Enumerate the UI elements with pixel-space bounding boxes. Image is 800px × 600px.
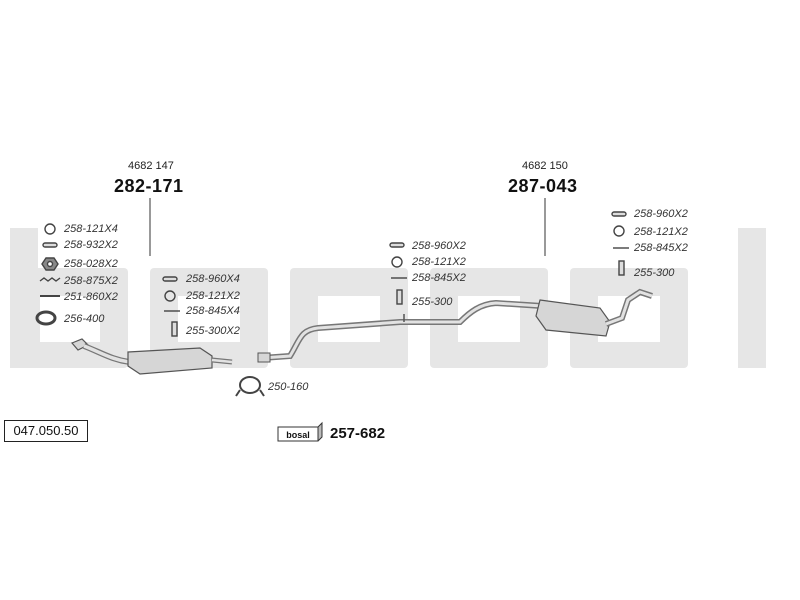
front-fitting-icons xyxy=(35,223,61,326)
fitting-label: 258-932X2 xyxy=(64,239,118,251)
rear-fitting-icons xyxy=(611,211,629,276)
fitting-label: 255-300 xyxy=(634,267,675,279)
fitting-label: 258-028X2 xyxy=(64,258,118,270)
clamp-icon xyxy=(235,376,265,397)
fitting-label: 256-400 xyxy=(64,313,105,325)
fitting-label: 258-960X4 xyxy=(186,273,240,285)
fitting-label: 255-300 xyxy=(412,296,453,308)
fitting-label: 258-875X2 xyxy=(64,275,118,287)
fitting-label: 258-960X2 xyxy=(412,240,466,252)
fitting-label: 258-121X4 xyxy=(64,223,118,235)
fitting-label: 258-845X2 xyxy=(634,242,688,254)
fitting-label: 258-845X4 xyxy=(186,305,240,317)
rear-muffler-part-number: 287-043 xyxy=(508,176,578,196)
paste-kit-icon: bosal xyxy=(277,421,323,442)
rear-muffler-oem: 4682 150 xyxy=(522,160,568,172)
fitting-label: 251-860X2 xyxy=(64,291,118,303)
front-muffler-oem: 4682 147 xyxy=(128,160,174,172)
fitting-label: 258-960X2 xyxy=(634,208,688,220)
mid-fitting-icons xyxy=(389,242,407,305)
front-muffler-part-number: 282-171 xyxy=(114,176,184,196)
fitting-label: 258-121X2 xyxy=(412,256,466,268)
fitting-label: 258-121X2 xyxy=(634,226,688,238)
fitting-label: 258-845X2 xyxy=(412,272,466,284)
diagram-reference: 047.050.50 xyxy=(4,420,88,442)
middle-pipe xyxy=(257,299,543,363)
rear-muffler-assembly xyxy=(535,288,653,337)
fitting-label: 258-121X2 xyxy=(186,290,240,302)
fitting-label: 255-300X2 xyxy=(186,325,240,337)
front-b-fitting-icons xyxy=(162,276,180,337)
paste-kit-part-number: 257-682 xyxy=(330,425,386,442)
paste-kit-logo: bosal xyxy=(286,430,310,440)
clamp-label: 250-160 xyxy=(268,381,309,393)
front-pipe-assembly xyxy=(70,338,233,375)
